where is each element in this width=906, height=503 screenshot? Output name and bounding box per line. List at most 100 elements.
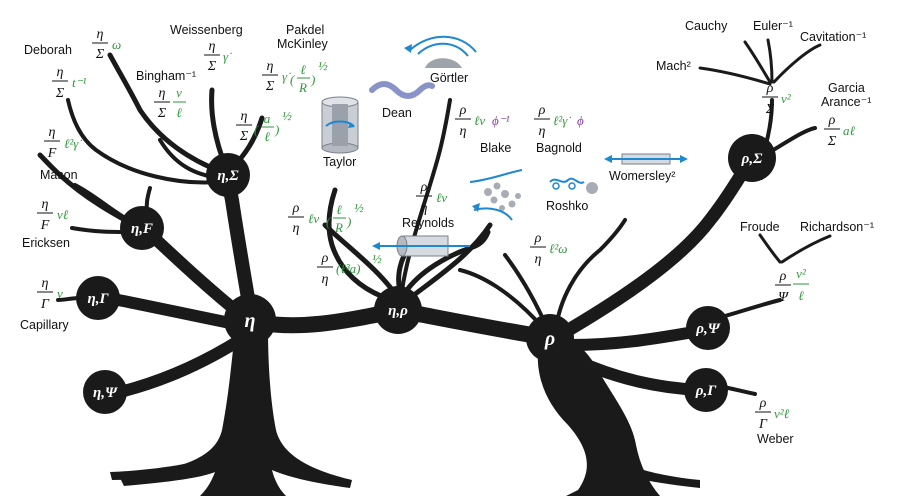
svg-text:R: R: [298, 80, 307, 95]
ericksen-formula: η F νℓ: [37, 197, 69, 233]
bingham-label: Bingham⁻¹: [136, 69, 196, 83]
mach-formula: ρ Σ ν²: [762, 81, 792, 117]
node-eta-sigma-label: η,Σ: [217, 168, 239, 184]
geometric-ratio-formula: η Σ ( a ℓ ) ½: [236, 108, 292, 144]
svg-text:Σ: Σ: [265, 79, 275, 94]
euler-label: Euler⁻¹: [753, 19, 793, 33]
pakdel-label: Pakdel: [286, 23, 324, 37]
weissenberg-formula: η Σ γ̇: [204, 39, 232, 74]
node-rho-psi-label: ρ,Ψ: [695, 321, 720, 337]
bagnold-formula: ρ η ℓ²γ̇ ϕ: [534, 103, 584, 139]
deborah-label: Deborah: [24, 43, 72, 57]
svg-text:ν²: ν²: [781, 91, 792, 106]
svg-text:ν²ℓ: ν²ℓ: [774, 406, 790, 421]
svg-text:a: a: [264, 111, 271, 126]
svg-text:η: η: [535, 252, 542, 267]
svg-text:ν: ν: [57, 286, 63, 301]
svg-text:η: η: [267, 59, 274, 74]
dimensionless-numbers: Deborah η Σ ω η Σ t⁻¹ Weissenberg η Σ γ̇…: [20, 19, 874, 446]
reynolds-pipe-flow-icon: [372, 235, 470, 257]
svg-text:Σ: Σ: [827, 134, 837, 149]
capillary-label: Capillary: [20, 318, 69, 332]
mason-formula: η F ℓ²γ̇: [44, 125, 82, 161]
svg-text:η: η: [322, 272, 329, 287]
node-eta-f: [120, 206, 164, 250]
svg-text:ρ: ρ: [321, 251, 329, 266]
reynolds-label: Reynolds: [402, 216, 454, 230]
svg-text:Σ: Σ: [55, 86, 65, 101]
rho-trunk-root: [604, 458, 700, 488]
svg-text:η: η: [57, 65, 64, 80]
mach-label: Mach²: [656, 59, 691, 73]
svg-text:Σ: Σ: [207, 59, 217, 74]
l3a-formula: ρ η (ℓ³a) ½: [317, 251, 382, 287]
svg-text:): ): [310, 72, 315, 87]
node-rho-gamma: [684, 368, 728, 412]
svg-text:ℓ²ω: ℓ²ω: [549, 241, 568, 256]
svg-text:ρ: ρ: [459, 103, 467, 118]
rho-trunk: [537, 340, 660, 496]
mason-label: Mason: [40, 168, 78, 182]
node-eta-psi: [83, 370, 127, 414]
svg-text:η: η: [49, 125, 56, 140]
womersley-oscillatory-tube-icon: [604, 153, 688, 165]
node-rho-gamma-label: ρ,Γ: [695, 383, 717, 399]
node-rho-psi: [686, 306, 730, 350]
ericksen-label: Ericksen: [22, 236, 70, 250]
svg-text:ν²: ν²: [796, 266, 807, 281]
svg-text:ϕ: ϕ: [577, 113, 584, 128]
svg-text:η: η: [97, 27, 104, 42]
svg-text:ℓ: ℓ: [300, 62, 306, 77]
capillary-formula: η Γ ν: [37, 276, 63, 312]
gortler-label: Görtler: [430, 71, 468, 85]
taylor-label: Taylor: [323, 155, 356, 169]
svg-text:ℓ: ℓ: [336, 202, 342, 217]
vortex-shedding-icon: [549, 177, 598, 194]
node-eta-gamma: [76, 276, 120, 320]
arance-label: Arance⁻¹: [821, 95, 871, 109]
svg-text:η: η: [293, 221, 300, 236]
node-rho-sigma-label: ρ,Σ: [741, 151, 763, 167]
svg-text:ρ: ρ: [534, 231, 542, 246]
svg-text:ℓ: ℓ: [176, 105, 182, 120]
svg-text:γ̇: γ̇: [223, 49, 232, 64]
svg-text:ℓν: ℓν: [436, 190, 447, 205]
svg-text:η: η: [421, 201, 428, 216]
svg-text:): ): [274, 122, 279, 137]
gortler-curved-wall-icon: [404, 35, 477, 68]
svg-text:t⁻¹: t⁻¹: [72, 75, 86, 90]
node-eta-gamma-label: η,Γ: [87, 291, 109, 307]
svg-text:ℓ: ℓ: [798, 288, 804, 303]
svg-text:(ℓ³a): (ℓ³a): [336, 261, 360, 276]
svg-text:Γ: Γ: [758, 417, 768, 432]
node-eta-rho: [374, 286, 422, 334]
node-eta-psi-label: η,Ψ: [93, 385, 118, 401]
svg-text:ν: ν: [176, 85, 182, 100]
node-eta-rho-label: η,ρ: [388, 303, 408, 319]
dean-wavy-channel-icon: [369, 81, 435, 99]
node-circles: η ρ η,ρ η,Σ η,F η,Γ η,Ψ ρ,Σ ρ,Ψ ρ,Γ: [76, 134, 776, 414]
svg-text:(: (: [254, 122, 259, 137]
dean-label: Dean: [382, 106, 412, 120]
blake-label: Blake: [480, 141, 511, 155]
weissenberg-label: Weissenberg: [170, 23, 243, 37]
svg-text:η: η: [42, 276, 49, 291]
svg-text:ϕ⁻¹: ϕ⁻¹: [492, 113, 510, 128]
svg-text:½: ½: [372, 251, 382, 266]
svg-text:R: R: [334, 220, 343, 235]
svg-text:Σ: Σ: [765, 102, 775, 117]
garcia-label: Garcia: [828, 81, 865, 95]
svg-text:½: ½: [354, 200, 364, 215]
weber-formula: ρ Γ ν²ℓ: [755, 396, 790, 432]
svg-text:): ): [346, 214, 351, 229]
svg-text:F: F: [40, 218, 50, 233]
particle-suspension-icon: [469, 169, 523, 221]
svg-text:Σ: Σ: [95, 47, 105, 62]
svg-text:F: F: [47, 146, 57, 161]
svg-text:aℓ: aℓ: [843, 123, 856, 138]
svg-text:(: (: [290, 72, 295, 87]
svg-text:Σ: Σ: [157, 106, 167, 121]
svg-text:ℓ: ℓ: [264, 129, 270, 144]
taylor-couette-cylinder-icon: [321, 96, 359, 154]
svg-text:Σ: Σ: [239, 129, 249, 144]
